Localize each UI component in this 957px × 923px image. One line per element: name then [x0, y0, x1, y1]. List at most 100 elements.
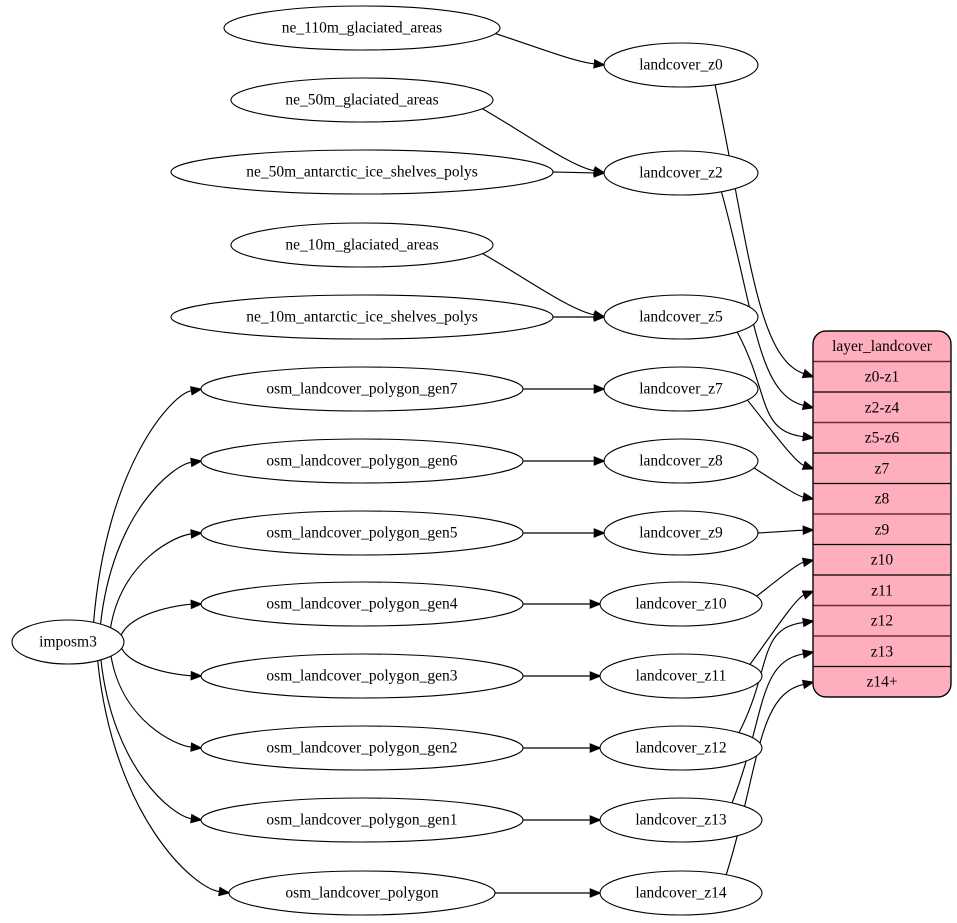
- view-node-shape: [599, 797, 763, 843]
- node-label: landcover_z13: [635, 812, 726, 829]
- table-node-shape: [200, 653, 524, 699]
- node-landcover-z5[interactable]: landcover_z5: [603, 294, 759, 340]
- edge-ne-10m-antarctic-ice-shelves-polys-to-landcover-z5-arrowhead: [593, 312, 606, 322]
- table-row-z10[interactable]: z10: [813, 545, 951, 576]
- node-label: ne_110m_glaciated_areas: [282, 20, 442, 37]
- node-landcover-z11[interactable]: landcover_z11: [599, 653, 763, 699]
- table-node-shape: [200, 725, 524, 771]
- table-row-z8[interactable]: z8: [813, 484, 951, 515]
- edge-imposm3-to-osm-landcover-polygon-gen3: [120, 647, 192, 677]
- table-header-label: layer_landcover: [832, 338, 933, 355]
- view-node-shape: [603, 294, 759, 340]
- node-osm-landcover-polygon-gen4[interactable]: osm_landcover_polygon_gen4: [200, 581, 524, 627]
- edge-osm-landcover-polygon-gen6-to-landcover-z8-arrowhead: [593, 456, 606, 466]
- edge-landcover-z13-to-row-z13-arrowhead: [802, 649, 815, 659]
- edge-imposm3-to-osm-landcover-polygon-gen6-arrowhead: [190, 457, 203, 468]
- node-landcover-z0[interactable]: landcover_z0: [603, 42, 759, 88]
- edge-landcover-z2-to-row-z2-z4-arrowhead: [801, 400, 815, 410]
- edge-imposm3-to-osm-landcover-polygon-gen6: [99, 461, 192, 625]
- edge-imposm3-to-osm-landcover-polygon-gen3-arrowhead: [190, 670, 203, 681]
- table-node-shape: [170, 149, 554, 195]
- table-row-label: z5-z6: [865, 430, 900, 447]
- node-label: osm_landcover_polygon_gen1: [266, 812, 457, 829]
- edge-landcover-z11-to-row-z11: [748, 594, 805, 667]
- edge-imposm3-to-osm-landcover-polygon-gen5: [109, 533, 192, 629]
- node-label: landcover_z14: [635, 885, 726, 902]
- view-node-shape: [603, 42, 759, 88]
- view-node-shape: [603, 150, 759, 196]
- edge-landcover-z9-to-row-z9-arrowhead: [802, 525, 815, 536]
- table-row-label: z13: [871, 644, 894, 661]
- node-label: landcover_z7: [639, 381, 723, 398]
- node-label: osm_landcover_polygon_gen3: [266, 668, 457, 685]
- table-row-z11[interactable]: z11: [813, 575, 951, 606]
- edge-landcover-z12-to-row-z12-arrowhead: [802, 617, 815, 628]
- edge-ne-50m-glaciated-areas-to-landcover-z2: [477, 105, 595, 172]
- table-row-z5-z6[interactable]: z5-z6: [813, 423, 951, 454]
- edge-osm-landcover-polygon-to-landcover-z14-arrowhead: [589, 888, 602, 898]
- view-node-shape: [599, 725, 763, 771]
- edge-ne-110m-glaciated-areas-to-landcover-z0-arrowhead: [593, 58, 606, 69]
- node-osm-landcover-polygon-gen3[interactable]: osm_landcover_polygon_gen3: [200, 653, 524, 699]
- table-node-shape: [170, 294, 554, 340]
- node-landcover-z7[interactable]: landcover_z7: [603, 366, 759, 412]
- view-node-shape: [603, 366, 759, 412]
- edge-imposm3-to-osm-landcover-polygon-gen4: [120, 603, 192, 637]
- table-row-z2-z4[interactable]: z2-z4: [813, 392, 951, 423]
- node-imposm3[interactable]: imposm3: [11, 619, 125, 665]
- table-row-label: z2-z4: [865, 400, 900, 417]
- table-row-label: z12: [871, 613, 893, 630]
- node-label: landcover_z11: [636, 668, 727, 685]
- edge-imposm3-to-osm-landcover-polygon-arrowhead: [218, 886, 231, 897]
- node-label: osm_landcover_polygon: [285, 885, 439, 902]
- node-landcover-z8[interactable]: landcover_z8: [603, 438, 759, 484]
- table-row-z14[interactable]: z14+: [813, 667, 951, 698]
- node-ne-10m-antarctic-ice-shelves-polys[interactable]: ne_10m_antarctic_ice_shelves_polys: [170, 294, 554, 340]
- layer-landcover-table[interactable]: layer_landcoverz0-z1z2-z4z5-z6z7z8z9z10z…: [812, 330, 952, 698]
- table-row-z12[interactable]: z12: [813, 606, 951, 637]
- node-label: landcover_z8: [639, 453, 723, 470]
- edge-landcover-z8-to-row-z8: [750, 465, 804, 498]
- table-outline: [812, 330, 952, 698]
- node-label: landcover_z0: [639, 57, 723, 74]
- node-ne-50m-antarctic-ice-shelves-polys[interactable]: ne_50m_antarctic_ice_shelves_polys: [170, 149, 554, 195]
- edge-imposm3-to-osm-landcover-polygon-gen2-arrowhead: [190, 742, 203, 752]
- table-row-z7[interactable]: z7: [813, 453, 951, 484]
- node-landcover-z13[interactable]: landcover_z13: [599, 797, 763, 843]
- node-osm-landcover-polygon-gen7[interactable]: osm_landcover_polygon_gen7: [200, 366, 524, 412]
- node-osm-landcover-polygon[interactable]: osm_landcover_polygon: [228, 870, 496, 916]
- node-label: ne_50m_antarctic_ice_shelves_polys: [246, 164, 478, 181]
- edge-imposm3-to-osm-landcover-polygon-gen1-arrowhead: [190, 813, 203, 824]
- table-node-shape: [230, 222, 494, 268]
- node-osm-landcover-polygon-gen5[interactable]: osm_landcover_polygon_gen5: [200, 510, 524, 556]
- node-osm-landcover-polygon-gen6[interactable]: osm_landcover_polygon_gen6: [200, 438, 524, 484]
- node-landcover-z12[interactable]: landcover_z12: [599, 725, 763, 771]
- edge-landcover-z5-to-row-z5-z6-arrowhead: [802, 431, 815, 442]
- node-osm-landcover-polygon-gen1[interactable]: osm_landcover_polygon_gen1: [200, 797, 524, 843]
- edge-landcover-z0-to-row-z0-z1: [714, 84, 805, 375]
- node-landcover-z10[interactable]: landcover_z10: [599, 581, 763, 627]
- table-row-z13[interactable]: z13: [813, 636, 951, 667]
- table-row-label: z8: [875, 491, 890, 508]
- node-ne-50m-glaciated-areas[interactable]: ne_50m_glaciated_areas: [230, 77, 494, 123]
- table-node-shape: [200, 366, 524, 412]
- node-ne-10m-glaciated-areas[interactable]: ne_10m_glaciated_areas: [230, 222, 494, 268]
- table-node-shape: [228, 870, 496, 916]
- edge-landcover-z7-to-row-z7: [745, 397, 805, 467]
- node-label: landcover_z10: [635, 596, 726, 613]
- node-label: ne_10m_antarctic_ice_shelves_polys: [246, 309, 478, 326]
- edge-osm-landcover-polygon-gen7-to-landcover-z7-arrowhead: [593, 384, 606, 394]
- table-row-z9[interactable]: z9: [813, 514, 951, 545]
- edge-imposm3-to-osm-landcover-polygon-gen7-arrowhead: [190, 386, 203, 396]
- node-label: landcover_z5: [639, 309, 723, 326]
- node-ne-110m-glaciated-areas[interactable]: ne_110m_glaciated_areas: [223, 5, 501, 51]
- edge-landcover-z10-to-row-z10: [753, 561, 804, 599]
- node-landcover-z9[interactable]: landcover_z9: [603, 510, 759, 556]
- node-landcover-z2[interactable]: landcover_z2: [603, 150, 759, 196]
- table-node-shape: [223, 5, 501, 51]
- node-landcover-z14[interactable]: landcover_z14: [599, 870, 763, 916]
- edge-osm-landcover-polygon-gen5-to-landcover-z9-arrowhead: [593, 528, 606, 538]
- edge-imposm3-to-osm-landcover-polygon-gen5-arrowhead: [190, 529, 203, 539]
- node-osm-landcover-polygon-gen2[interactable]: osm_landcover_polygon_gen2: [200, 725, 524, 771]
- table-row-z0-z1[interactable]: z0-z1: [813, 362, 951, 393]
